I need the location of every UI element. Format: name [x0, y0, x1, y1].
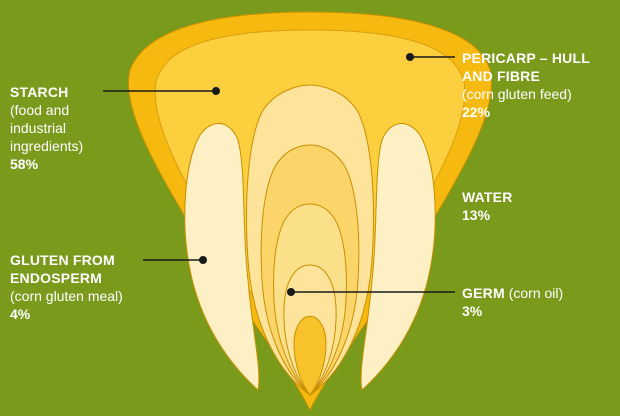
- starch-desc-3: ingredients): [10, 137, 83, 155]
- starch-desc-1: (food and: [10, 101, 83, 119]
- germ-label: GERM (corn oil) 3%: [462, 284, 563, 320]
- starch-desc-2: industrial: [10, 119, 83, 137]
- germ-leader-dot: [287, 288, 295, 296]
- germ-title: GERM: [462, 285, 505, 301]
- pericarp-leader-dot: [406, 53, 414, 61]
- gluten-desc: (corn gluten meal): [10, 287, 123, 305]
- gluten-title-2: ENDOSPERM: [10, 269, 123, 287]
- gluten-percent: 4%: [10, 305, 123, 323]
- pericarp-desc: (corn gluten feed): [462, 85, 590, 103]
- starch-title: STARCH: [10, 83, 83, 101]
- pericarp-label: PERICARP – HULL AND FIBRE (corn gluten f…: [462, 49, 590, 121]
- gluten-title-1: GLUTEN FROM: [10, 251, 123, 269]
- starch-leader-dot: [212, 87, 220, 95]
- starch-label: STARCH (food and industrial ingredients)…: [10, 83, 83, 173]
- gluten-label: GLUTEN FROM ENDOSPERM (corn gluten meal)…: [10, 251, 123, 323]
- pericarp-percent: 22%: [462, 103, 590, 121]
- starch-percent: 58%: [10, 155, 83, 173]
- pericarp-title-2: AND FIBRE: [462, 67, 590, 85]
- germ-desc: (corn oil): [509, 285, 563, 301]
- water-title: WATER: [462, 188, 513, 206]
- germ-percent: 3%: [462, 302, 563, 320]
- water-percent: 13%: [462, 206, 513, 224]
- water-label: WATER 13%: [462, 188, 513, 224]
- gluten-leader-dot: [199, 256, 207, 264]
- pericarp-title-1: PERICARP – HULL: [462, 49, 590, 67]
